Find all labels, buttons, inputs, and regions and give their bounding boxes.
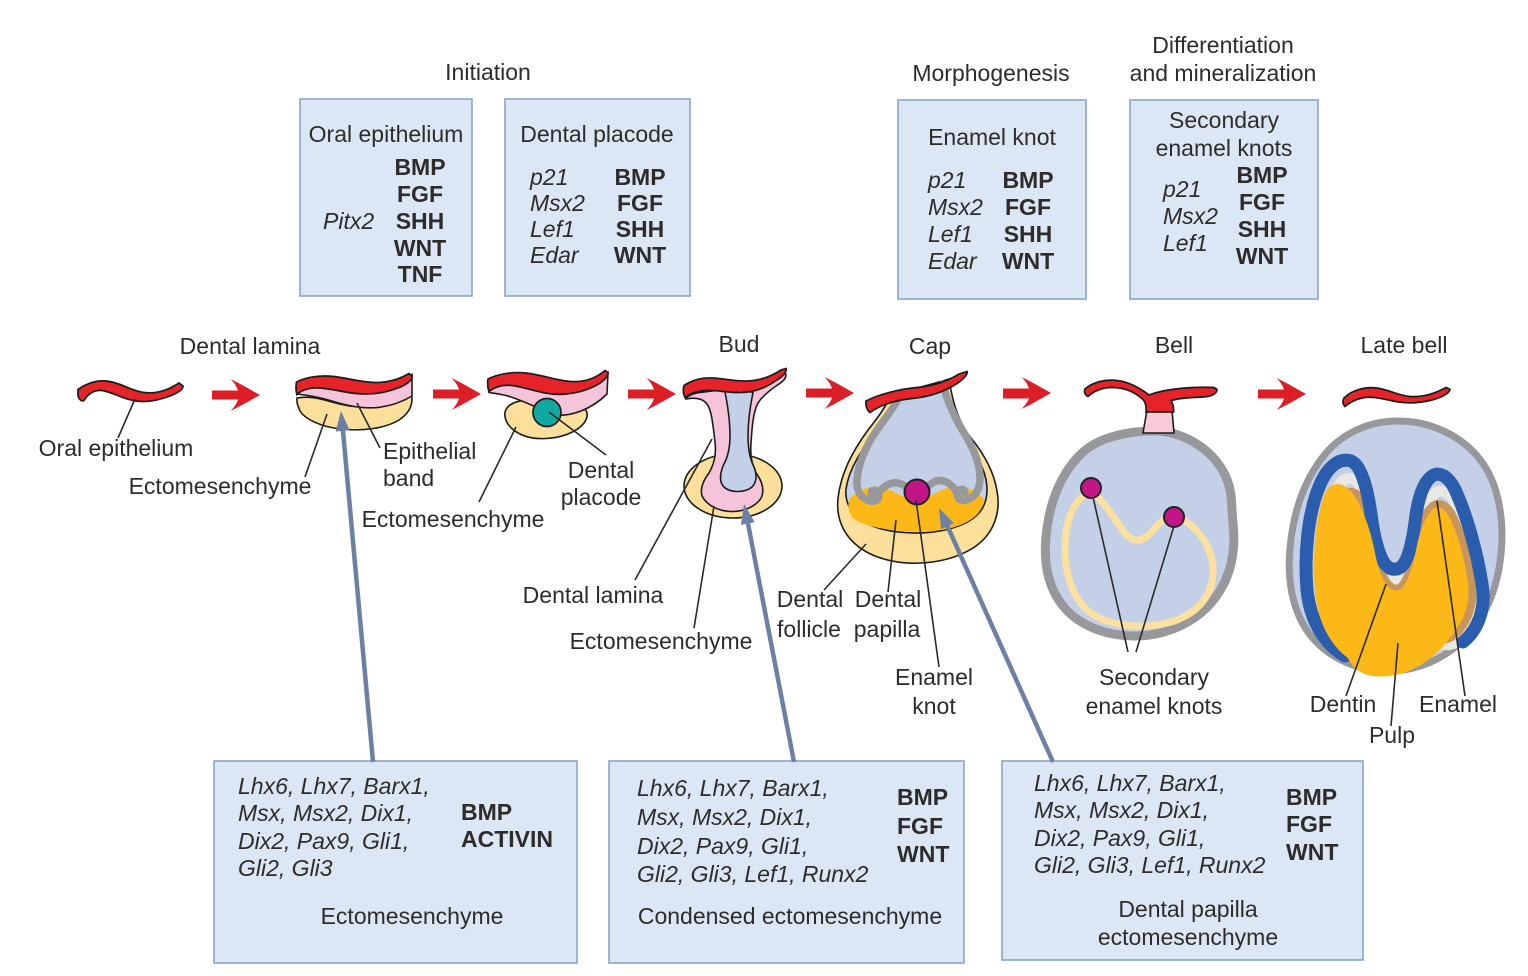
svg-text:TNF: TNF [398,261,443,287]
svg-text:Edar: Edar [928,248,978,274]
svg-text:Pulp: Pulp [1369,722,1415,748]
svg-text:p21: p21 [1162,176,1201,202]
svg-text:Lhx6, Lhx7, Barx1,: Lhx6, Lhx7, Barx1, [637,775,829,801]
svg-text:follicle: follicle [777,616,841,642]
svg-text:Pitx2: Pitx2 [323,208,374,234]
svg-text:WNT: WNT [614,242,666,268]
svg-text:SHH: SHH [616,216,665,242]
svg-text:Dental lamina: Dental lamina [523,582,664,608]
svg-text:Oral epithelium: Oral epithelium [309,121,464,147]
svg-text:Enamel: Enamel [1419,691,1497,717]
svg-text:FGF: FGF [1286,811,1332,837]
svg-text:Dental: Dental [777,586,843,612]
svg-text:Secondary: Secondary [1169,107,1279,133]
svg-text:ectomesenchyme: ectomesenchyme [1098,924,1278,950]
svg-text:p21: p21 [529,164,568,190]
svg-text:WNT: WNT [394,235,446,261]
svg-text:FGF: FGF [617,190,663,216]
svg-text:Cap: Cap [909,333,951,359]
svg-text:BMP: BMP [1002,167,1053,193]
svg-text:Edar: Edar [530,242,580,268]
svg-text:Dentin: Dentin [1310,691,1376,717]
svg-text:Morphogenesis: Morphogenesis [912,60,1069,86]
svg-text:Dental placode: Dental placode [520,121,673,147]
svg-text:Msx2: Msx2 [530,190,585,216]
svg-text:Lef1: Lef1 [530,216,575,242]
svg-text:WNT: WNT [1286,839,1338,865]
svg-text:BMP: BMP [1236,162,1287,188]
svg-text:FGF: FGF [1005,194,1051,220]
svg-text:Gli2, Gli3: Gli2, Gli3 [238,855,333,881]
svg-text:Msx2: Msx2 [1163,203,1218,229]
svg-text:Dental: Dental [568,457,634,483]
svg-text:BMP: BMP [1286,784,1337,810]
svg-text:Lef1: Lef1 [928,221,973,247]
svg-text:FGF: FGF [897,813,943,839]
svg-text:Dental papilla: Dental papilla [1118,896,1258,922]
svg-text:enamel knots: enamel knots [1086,693,1223,719]
svg-text:FGF: FGF [1239,189,1285,215]
svg-text:Dix2, Pax9, Gli1,: Dix2, Pax9, Gli1, [1034,825,1205,851]
svg-text:Msx, Msx2, Dix1,: Msx, Msx2, Dix1, [238,800,413,826]
svg-text:SHH: SHH [396,208,445,234]
svg-text:Msx, Msx2, Dix1,: Msx, Msx2, Dix1, [637,804,812,830]
svg-text:Bud: Bud [719,331,760,357]
svg-text:WNT: WNT [897,841,949,867]
svg-text:ACTIVIN: ACTIVIN [461,826,553,852]
svg-text:BMP: BMP [614,164,665,190]
svg-text:Enamel: Enamel [895,664,973,690]
svg-text:Msx2: Msx2 [928,194,983,220]
svg-text:Gli2, Gli3, Lef1, Runx2: Gli2, Gli3, Lef1, Runx2 [637,861,869,887]
svg-text:Bell: Bell [1155,332,1193,358]
svg-text:Ectomesenchyme: Ectomesenchyme [570,628,753,654]
svg-text:WNT: WNT [1002,248,1054,274]
svg-text:Condensed ectomesenchyme: Condensed ectomesenchyme [638,903,942,929]
svg-text:Ectomesenchyme: Ectomesenchyme [129,473,312,499]
svg-text:FGF: FGF [397,181,443,207]
svg-text:Lhx6, Lhx7, Barx1,: Lhx6, Lhx7, Barx1, [238,773,430,799]
svg-text:Lhx6, Lhx7, Barx1,: Lhx6, Lhx7, Barx1, [1034,770,1226,796]
svg-text:Lef1: Lef1 [1163,230,1208,256]
svg-text:BMP: BMP [897,784,948,810]
svg-text:Late bell: Late bell [1361,332,1448,358]
svg-text:Initiation: Initiation [445,59,531,85]
svg-text:enamel knots: enamel knots [1156,135,1293,161]
svg-text:Secondary: Secondary [1099,664,1209,690]
svg-text:Enamel knot: Enamel knot [928,124,1056,150]
svg-text:p21: p21 [927,167,966,193]
svg-text:Dix2, Pax9, Gli1,: Dix2, Pax9, Gli1, [238,828,409,854]
svg-text:knot: knot [912,693,956,719]
svg-text:SHH: SHH [1004,221,1053,247]
svg-text:Dix2, Pax9, Gli1,: Dix2, Pax9, Gli1, [637,833,808,859]
svg-text:Epithelial: Epithelial [383,438,476,464]
svg-text:band: band [383,465,434,491]
svg-text:Dental lamina: Dental lamina [180,333,321,359]
svg-text:Differentiation: Differentiation [1152,32,1294,58]
svg-text:Gli2, Gli3, Lef1, Runx2: Gli2, Gli3, Lef1, Runx2 [1034,852,1266,878]
svg-text:Ectomesenchyme: Ectomesenchyme [321,903,504,929]
svg-text:Oral epithelium: Oral epithelium [39,435,194,461]
svg-text:placode: placode [561,484,642,510]
svg-text:BMP: BMP [394,154,445,180]
svg-text:Msx, Msx2, Dix1,: Msx, Msx2, Dix1, [1034,797,1209,823]
svg-text:SHH: SHH [1238,216,1287,242]
svg-text:papilla: papilla [854,616,921,642]
svg-text:BMP: BMP [461,799,512,825]
svg-text:WNT: WNT [1236,243,1288,269]
svg-text:and mineralization: and mineralization [1130,60,1317,86]
svg-text:Ectomesenchyme: Ectomesenchyme [362,506,545,532]
svg-text:Dental: Dental [855,586,921,612]
